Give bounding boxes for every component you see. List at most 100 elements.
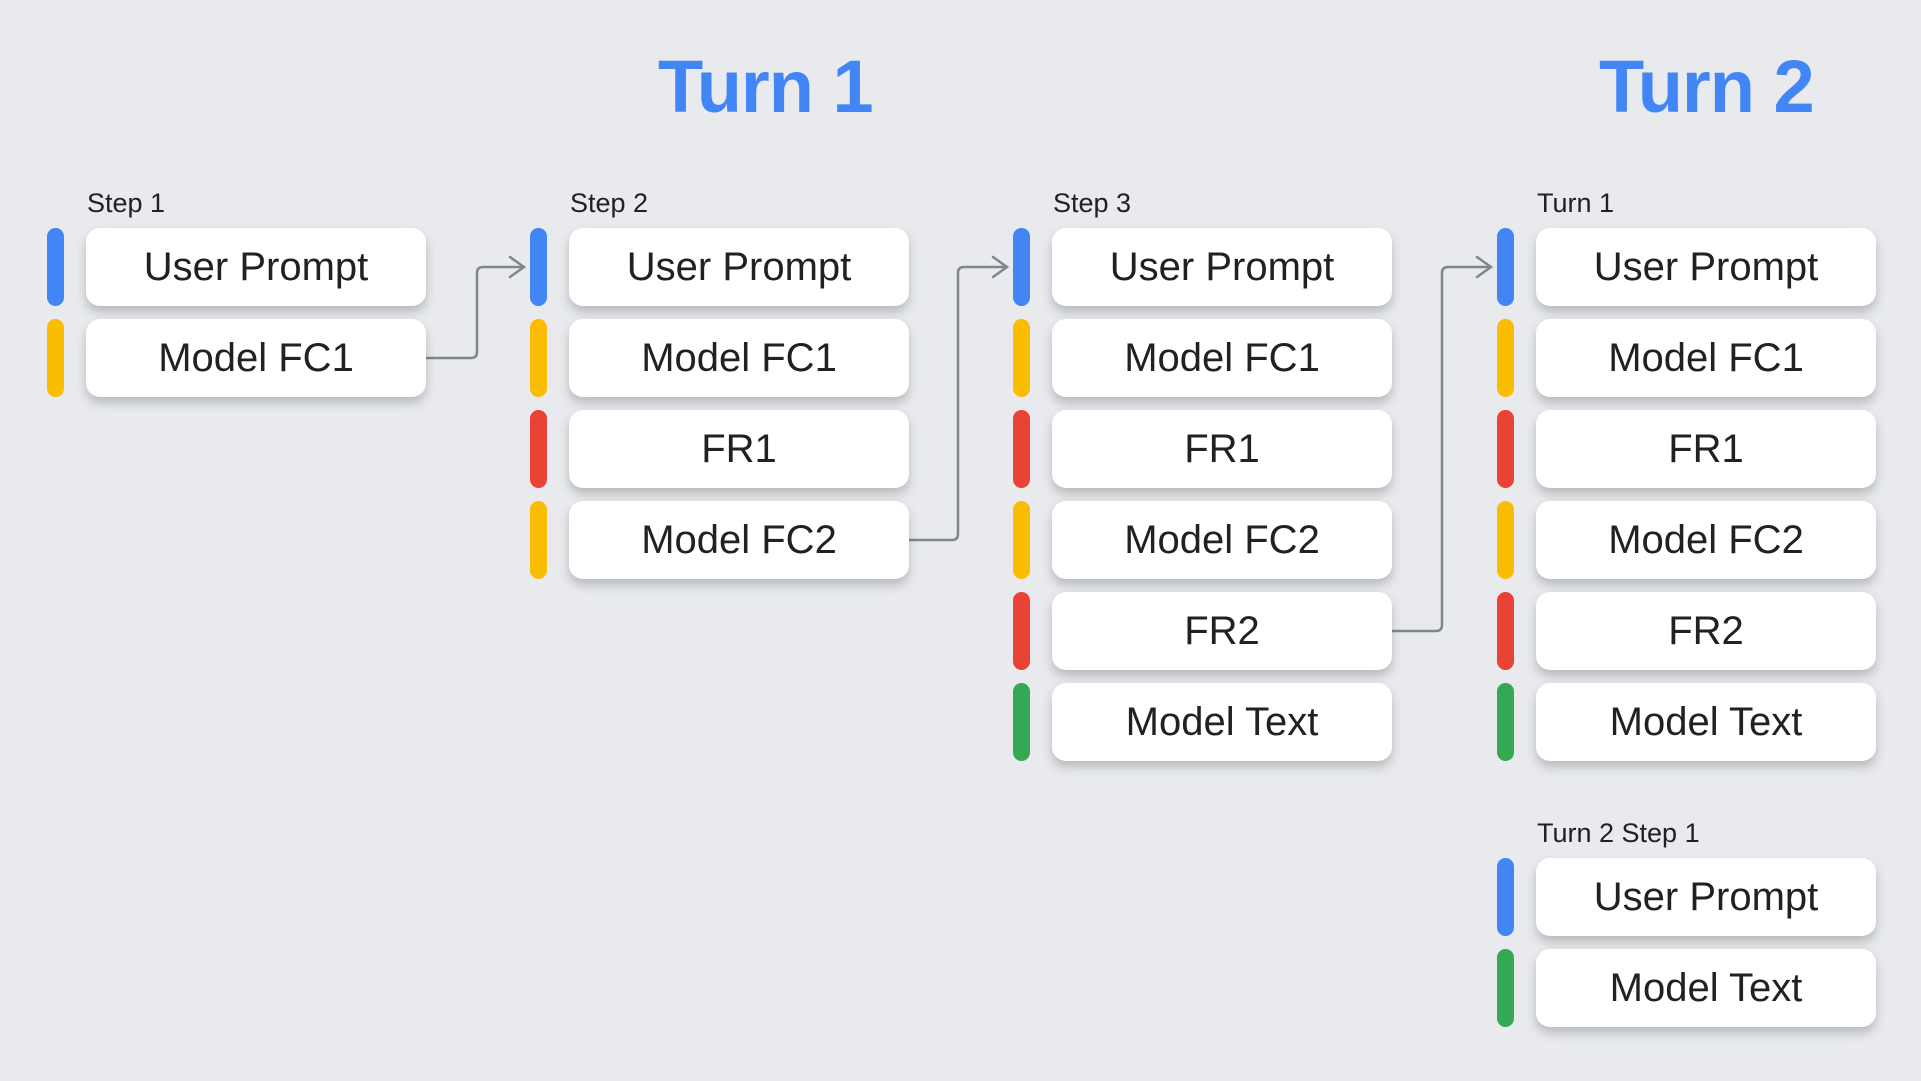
diagram-row: Model FC1	[530, 319, 909, 397]
row-box: FR1	[569, 410, 909, 488]
row-box: Model FC1	[1536, 319, 1876, 397]
column-rows: User Prompt Model FC1 FR1 Model FC2 FR2 …	[1497, 228, 1876, 761]
column-label: Step 3	[1053, 188, 1132, 218]
row-box: User Prompt	[1536, 228, 1876, 306]
diagram-row: User Prompt	[1013, 228, 1392, 306]
row-box-label: Model Text	[1609, 699, 1803, 744]
row-box-label: Model Text	[1609, 965, 1803, 1010]
row-color-bar-red	[1013, 592, 1030, 670]
column-label: Step 1	[87, 188, 166, 218]
row-box-label: FR1	[701, 426, 777, 471]
column-rows: User Prompt Model FC1 FR1 Model FC2 FR2 …	[1013, 228, 1392, 761]
arrowhead-icon	[508, 255, 527, 279]
row-box: FR2	[1536, 592, 1876, 670]
row-box: Model Text	[1052, 683, 1392, 761]
row-box: Model FC1	[1052, 319, 1392, 397]
row-color-bar-green	[1497, 949, 1514, 1027]
diagram-row: FR1	[1013, 410, 1392, 488]
row-color-bar-blue	[530, 228, 547, 306]
row-box-label: Model FC2	[641, 517, 837, 562]
row-box-label: FR1	[1668, 426, 1744, 471]
column-rows: User Prompt Model FC1	[47, 228, 426, 397]
column-label: Turn 1	[1537, 188, 1615, 218]
row-box-label: FR1	[1184, 426, 1260, 471]
row-color-bar-blue	[1013, 228, 1030, 306]
diagram-column-step-3: Step 3 User Prompt Model FC1 FR1 Model F…	[1013, 188, 1392, 774]
turn-1-title: Turn 1	[658, 45, 874, 128]
diagram-row: Model FC2	[1013, 501, 1392, 579]
diagram-row: FR1	[530, 410, 909, 488]
row-box: Model FC2	[1052, 501, 1392, 579]
diagram-row: User Prompt	[1497, 228, 1876, 306]
diagram-row: Model FC1	[1497, 319, 1876, 397]
row-box-label: User Prompt	[626, 244, 852, 289]
connector-arrow-1	[426, 255, 527, 360]
diagram-row: Model Text	[1497, 683, 1876, 761]
diagram-row: Model Text	[1497, 949, 1876, 1027]
row-box-label: FR2	[1184, 608, 1260, 653]
row-box-label: Model FC1	[641, 335, 837, 380]
row-box: User Prompt	[1052, 228, 1392, 306]
diagram-row: Model FC1	[1013, 319, 1392, 397]
column-label: Turn 2 Step 1	[1537, 818, 1700, 848]
column-label: Step 2	[570, 188, 649, 218]
row-color-bar-blue	[1497, 228, 1514, 306]
row-box: Model FC1	[86, 319, 426, 397]
arrowhead-icon	[1475, 255, 1494, 279]
row-color-bar-yellow	[530, 501, 547, 579]
row-box: FR1	[1052, 410, 1392, 488]
row-color-bar-green	[1497, 683, 1514, 761]
row-color-bar-red	[1497, 410, 1514, 488]
row-box: User Prompt	[1536, 858, 1876, 936]
row-color-bar-red	[530, 410, 547, 488]
row-color-bar-red	[1497, 592, 1514, 670]
row-box: Model FC2	[1536, 501, 1876, 579]
diagram-row: Model FC2	[1497, 501, 1876, 579]
row-box: Model Text	[1536, 683, 1876, 761]
row-box-label: Model FC1	[158, 335, 354, 380]
connector-arrow-3	[1392, 255, 1494, 633]
row-color-bar-yellow	[47, 319, 64, 397]
diagram-row: User Prompt	[47, 228, 426, 306]
row-color-bar-yellow	[1013, 501, 1030, 579]
row-box: User Prompt	[86, 228, 426, 306]
diagram-column-turn-1: Turn 1 User Prompt Model FC1 FR1 Model F…	[1497, 188, 1876, 774]
row-box-label: User Prompt	[1593, 874, 1819, 919]
column-rows: User Prompt Model FC1 FR1 Model FC2	[530, 228, 909, 579]
row-color-bar-yellow	[1497, 319, 1514, 397]
diagram-row: Model FC2	[530, 501, 909, 579]
row-box-label: User Prompt	[1593, 244, 1819, 289]
diagram-row: FR1	[1497, 410, 1876, 488]
diagram-column-turn-2-step-1: Turn 2 Step 1 User Prompt Model Text	[1497, 818, 1876, 1040]
diagram-column-step-1: Step 1 User Prompt Model FC1	[47, 188, 426, 410]
row-box-label: Model FC2	[1608, 517, 1804, 562]
turn-2-title: Turn 2	[1599, 45, 1815, 128]
row-box-label: Model FC2	[1124, 517, 1320, 562]
diagram-column-step-2: Step 2 User Prompt Model FC1 FR1 Model F…	[530, 188, 909, 592]
row-color-bar-yellow	[1013, 319, 1030, 397]
diagram-row: Model FC1	[47, 319, 426, 397]
row-box: Model FC1	[569, 319, 909, 397]
row-box: Model Text	[1536, 949, 1876, 1027]
row-color-bar-yellow	[530, 319, 547, 397]
diagram-row: FR2	[1497, 592, 1876, 670]
column-rows: User Prompt Model Text	[1497, 858, 1876, 1027]
row-box-label: Model FC1	[1608, 335, 1804, 380]
row-box-label: User Prompt	[143, 244, 369, 289]
row-color-bar-blue	[47, 228, 64, 306]
row-box: FR1	[1536, 410, 1876, 488]
diagram-row: FR2	[1013, 592, 1392, 670]
diagram-row: User Prompt	[530, 228, 909, 306]
diagram-row: Model Text	[1013, 683, 1392, 761]
row-color-bar-blue	[1497, 858, 1514, 936]
row-box-label: FR2	[1668, 608, 1744, 653]
row-box-label: Model Text	[1125, 699, 1319, 744]
row-color-bar-green	[1013, 683, 1030, 761]
row-box: Model FC2	[569, 501, 909, 579]
row-box: FR2	[1052, 592, 1392, 670]
diagram-row: User Prompt	[1497, 858, 1876, 936]
row-box-label: User Prompt	[1109, 244, 1335, 289]
arrowhead-icon	[991, 255, 1010, 279]
row-box: User Prompt	[569, 228, 909, 306]
